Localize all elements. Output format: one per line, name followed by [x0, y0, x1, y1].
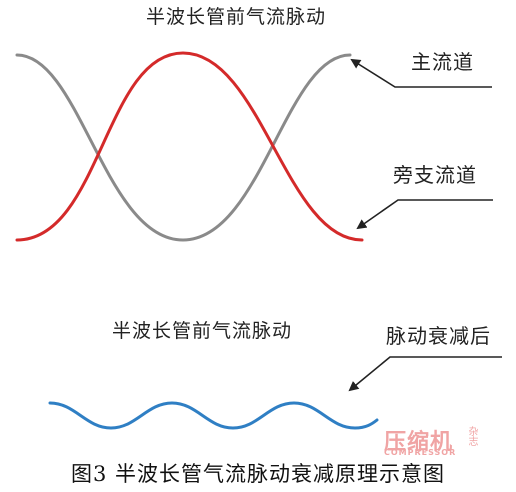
- logo-english-text: COMPRESSOR: [384, 448, 457, 457]
- bottom-panel-title: 半波长管前气流脉动: [112, 320, 293, 342]
- attenuated-label: 脉动衰减后: [386, 324, 491, 348]
- attenuated-arrow: [348, 356, 502, 392]
- main-channel-label: 主流道: [411, 50, 474, 74]
- bypass-channel-wave: [15, 51, 364, 242]
- main-channel-arrow: [350, 58, 492, 88]
- top-panel-title: 半波长管前气流脉动: [146, 6, 327, 28]
- compressor-magazine-logo: 压缩机 杂志 COMPRESSOR: [384, 424, 514, 458]
- main-channel-wave: [15, 53, 352, 242]
- bypass-channel-arrow: [356, 199, 493, 230]
- bypass-channel-label: 旁支流道: [393, 163, 477, 187]
- figure-caption: 图3 半波长管气流脉动衰减原理示意图: [70, 462, 446, 486]
- attenuated-wave: [48, 401, 379, 430]
- logo-side-text: 杂志: [466, 426, 477, 446]
- logo-main-text: 压缩机: [384, 430, 454, 455]
